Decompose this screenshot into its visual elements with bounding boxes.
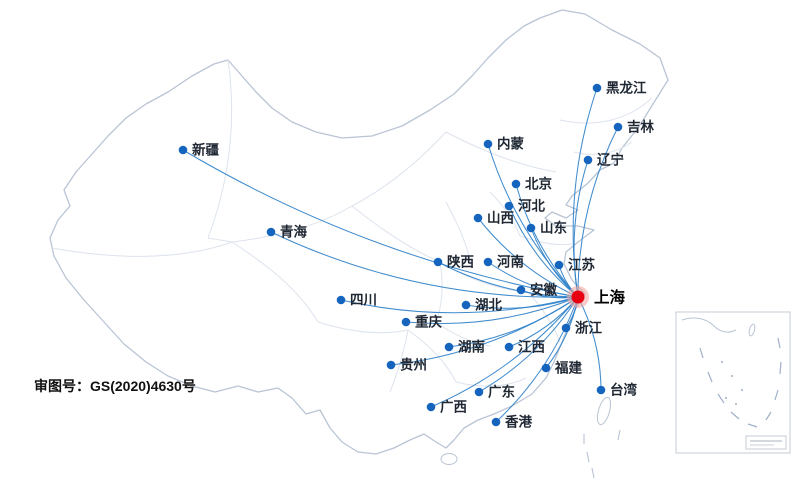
- province-dot-7: [473, 213, 483, 223]
- route-line-4: [182, 149, 579, 298]
- province-dot-2: [583, 155, 593, 165]
- province-label-12: 江苏: [568, 257, 596, 273]
- province-dot-4: [178, 145, 188, 155]
- route-line-3: [487, 143, 579, 298]
- province-label-15: 湖北: [475, 298, 502, 313]
- inset-frame: [675, 311, 791, 454]
- province-dot-25: [491, 417, 501, 427]
- province-label-8: 山东: [540, 220, 568, 236]
- province-label-20: 贵州: [400, 357, 427, 373]
- province-dot-13: [516, 285, 526, 295]
- inset-coastline: [681, 317, 737, 333]
- province-dot-6: [504, 201, 514, 211]
- province-label-22: 台湾: [610, 382, 638, 398]
- province-label-9: 青海: [280, 224, 307, 240]
- province-dot-20: [386, 360, 396, 370]
- province-dots: [178, 83, 623, 427]
- south-china-sea-inset: [675, 311, 791, 454]
- province-dot-24: [426, 402, 436, 412]
- province-label-6: 河北: [518, 198, 546, 214]
- route-line-7: [477, 217, 579, 298]
- province-label-13: 安徽: [530, 282, 558, 298]
- inset-islands: [721, 361, 743, 405]
- province-dot-14: [336, 295, 346, 305]
- province-label-17: 浙江: [575, 320, 603, 336]
- province-dot-23: [474, 387, 484, 397]
- route-line-16: [405, 296, 579, 325]
- inset-scale: [745, 435, 787, 450]
- province-dot-15: [461, 300, 471, 310]
- route-line-10: [437, 261, 579, 298]
- province-label-1: 吉林: [627, 119, 655, 135]
- province-label-14: 四川: [350, 293, 377, 308]
- province-dot-1: [613, 122, 623, 132]
- province-label-0: 黑龙江: [606, 80, 647, 96]
- map-approval-number: 审图号：GS(2020)4630号: [34, 378, 196, 394]
- route-line-20: [390, 296, 579, 366]
- taiwan-island: [596, 396, 612, 426]
- province-label-24: 广西: [440, 399, 467, 415]
- province-dot-21: [541, 363, 551, 373]
- hub-label: 上海: [594, 288, 626, 307]
- route-line-15: [465, 296, 579, 309]
- province-label-18: 湖南: [458, 339, 485, 355]
- province-dot-10: [433, 257, 443, 267]
- province-dot-9: [266, 227, 276, 237]
- inset-nine-dash-line: [699, 337, 782, 428]
- route-line-23: [478, 296, 579, 393]
- province-label-11: 河南: [497, 254, 524, 270]
- province-label-16: 重庆: [415, 314, 442, 330]
- province-dot-18: [444, 342, 454, 352]
- province-label-2: 辽宁: [597, 152, 624, 168]
- province-label-3: 内蒙: [497, 136, 525, 152]
- province-dot-17: [561, 323, 571, 333]
- province-label-25: 香港: [504, 414, 533, 430]
- province-label-23: 广东: [488, 384, 516, 400]
- province-label-10: 陕西: [447, 254, 474, 270]
- province-label-19: 江西: [518, 339, 545, 355]
- province-label-7: 山西: [487, 211, 514, 226]
- route-line-2: [573, 159, 589, 298]
- route-line-6: [508, 205, 579, 298]
- province-dot-0: [592, 83, 602, 93]
- route-line-9: [270, 231, 579, 298]
- province-dot-22: [596, 385, 606, 395]
- province-label-5: 北京: [525, 176, 552, 192]
- province-label-21: 福建: [554, 360, 583, 376]
- province-dot-11: [483, 257, 493, 267]
- country-outline: [49, 9, 669, 479]
- route-line-1: [577, 126, 619, 298]
- province-dot-5: [511, 179, 521, 189]
- route-line-22: [577, 296, 602, 391]
- hainan-island: [440, 453, 458, 465]
- province-dot-3: [483, 139, 493, 149]
- nine-dash-line-segments: [583, 429, 621, 479]
- route-line-14: [340, 296, 579, 314]
- province-dot-16: [401, 317, 411, 327]
- province-dot-8: [526, 223, 536, 233]
- province-dot-12: [554, 260, 564, 270]
- route-line-24: [430, 296, 579, 408]
- inset-taiwan: [748, 323, 756, 337]
- hub-dot: [571, 290, 585, 304]
- province-label-4: 新疆: [192, 142, 219, 158]
- province-dot-19: [504, 342, 514, 352]
